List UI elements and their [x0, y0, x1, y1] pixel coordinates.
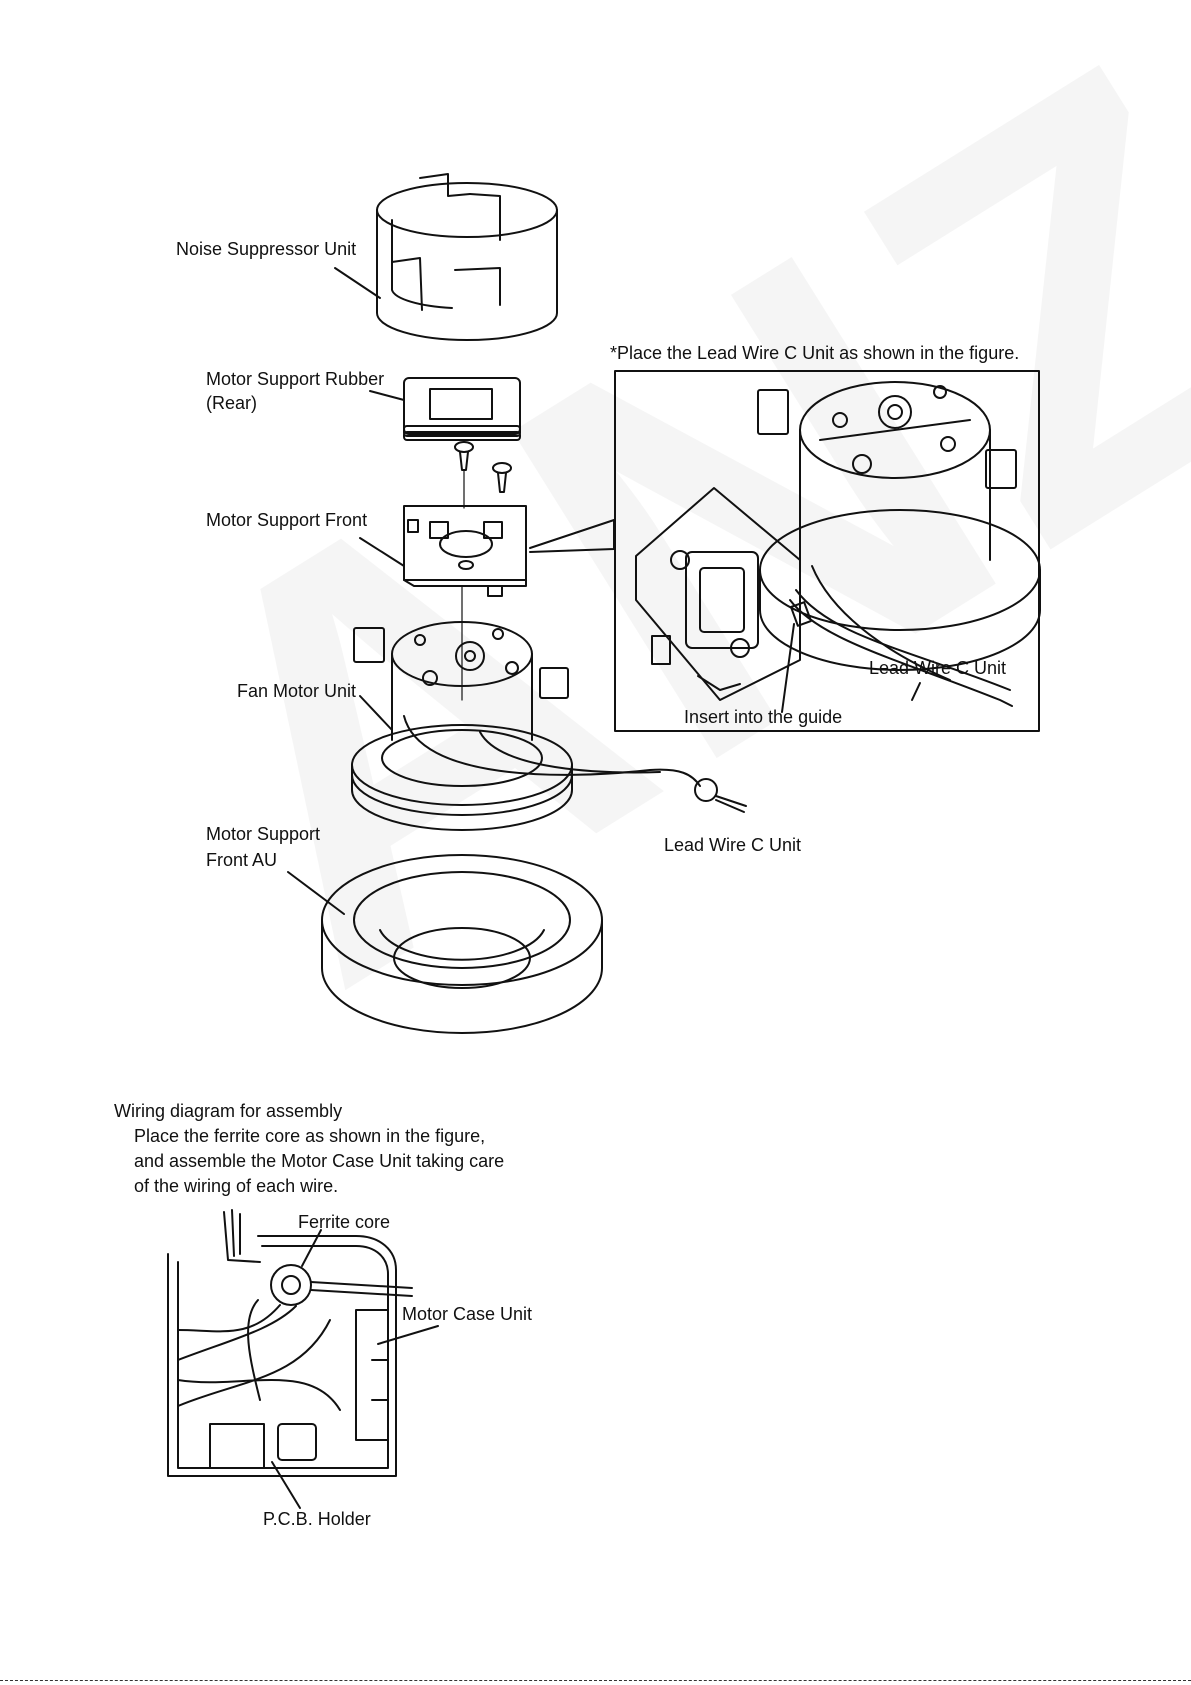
label-fan-motor-unit: Fan Motor Unit: [237, 681, 357, 701]
label-motor-support-front-au-1: Motor Support: [206, 824, 321, 844]
label-ferrite-core: Ferrite core: [298, 1212, 391, 1232]
wiring-instruction-line-1: Place the ferrite core as shown in the f…: [134, 1126, 486, 1146]
leader-insert-guide: [781, 623, 795, 713]
detail-note: *Place the Lead Wire C Unit as shown in …: [610, 343, 1020, 363]
motor-support-rubber-drawing: [403, 377, 521, 441]
leader-detail-lead-wire: [911, 682, 921, 701]
motor-case-unit-drawing: [167, 1209, 413, 1477]
wiring-heading: Wiring diagram for assembly: [114, 1101, 343, 1121]
leader-pcb-holder: [271, 1461, 301, 1509]
leader-motor-case-unit: [377, 1325, 439, 1345]
label-motor-support-rubber-rear: (Rear): [206, 393, 258, 413]
leader-motor-support-front: [359, 537, 405, 567]
label-motor-case-unit: Motor Case Unit: [402, 1304, 533, 1324]
label-insert-into-guide: Insert into the guide: [684, 707, 843, 727]
detail-motor-drawing: [635, 381, 1041, 707]
leader-rubber: [369, 390, 405, 401]
motor-support-front-au-drawing: [321, 854, 603, 1034]
label-motor-support-front: Motor Support Front: [206, 510, 368, 530]
label-detail-lead-wire-c-unit: Lead Wire C Unit: [869, 658, 1007, 678]
label-pcb-holder: P.C.B. Holder: [263, 1509, 371, 1529]
leader-fan-motor: [359, 695, 393, 731]
motor-support-front-drawing: [403, 505, 527, 597]
detail-frame: [614, 370, 1040, 732]
leader-ferrite-core: [301, 1229, 322, 1267]
label-noise-suppressor-unit: Noise Suppressor Unit: [176, 239, 357, 259]
detail-callout-wedge: [529, 519, 615, 553]
label-motor-support-rubber: Motor Support Rubber: [206, 369, 385, 389]
wiring-instruction-line-3: of the wiring of each wire.: [134, 1176, 339, 1196]
wiring-instruction-line-2: and assemble the Motor Case Unit taking …: [134, 1151, 505, 1171]
page-bottom-rule: [0, 1680, 1191, 1681]
leader-front-au: [287, 871, 345, 915]
fan-motor-unit-drawing: [351, 621, 747, 831]
noise-suppressor-unit-drawing: [376, 173, 558, 341]
label-lead-wire-c-unit: Lead Wire C Unit: [664, 835, 802, 855]
leader-noise-suppressor: [334, 267, 381, 299]
label-motor-support-front-au-2: Front AU: [206, 850, 278, 870]
